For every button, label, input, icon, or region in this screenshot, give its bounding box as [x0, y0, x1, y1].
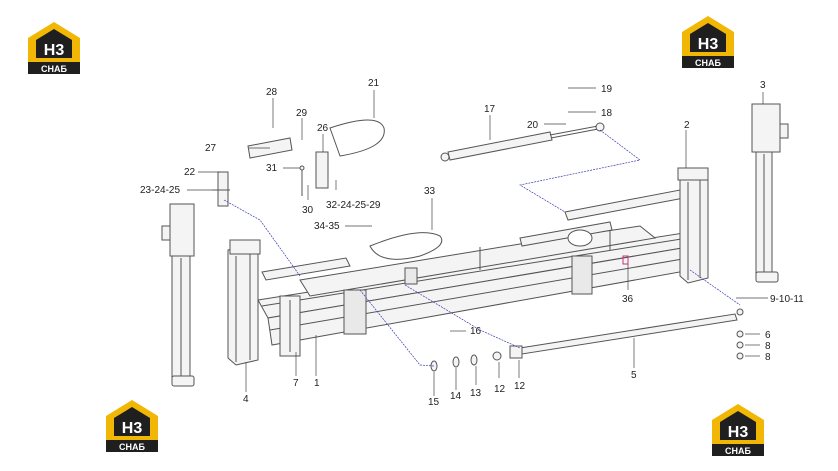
far-right-post — [751, 103, 789, 283]
logo-word-text: СНАБ — [725, 446, 751, 456]
callout-8a: 8 — [765, 341, 771, 352]
callout-34: 34-35 — [314, 221, 340, 232]
upper-rail — [261, 189, 685, 281]
callout-8b: 8 — [765, 352, 771, 363]
callout-26: 26 — [317, 123, 329, 134]
callout-1: 1 — [314, 378, 320, 389]
small-hardware — [430, 308, 744, 372]
right-column — [677, 167, 709, 284]
callout-23: 23-24-25 — [140, 185, 180, 196]
callout-18: 18 — [601, 108, 613, 119]
main-frame-beam — [257, 225, 703, 346]
callout-leaders — [187, 87, 768, 396]
callout-21: 21 — [368, 78, 380, 89]
accent-marker-36 — [622, 255, 629, 265]
callout-19: 19 — [601, 84, 613, 95]
callout-13: 13 — [470, 388, 482, 399]
callout-28: 28 — [266, 87, 278, 98]
logo-mark-text: H3 — [728, 424, 749, 441]
callout-22: 22 — [184, 167, 196, 178]
logo-bottom-left: H3 СНАБ — [106, 400, 158, 452]
callout-6: 6 — [765, 330, 771, 341]
callout-7: 7 — [293, 378, 299, 389]
callout-12b: 12 — [514, 381, 526, 392]
callout-5: 5 — [631, 370, 637, 381]
callout-20: 20 — [527, 120, 539, 131]
callout-14: 14 — [450, 391, 462, 402]
callout-16: 16 — [470, 326, 482, 337]
callout-36: 36 — [622, 294, 634, 305]
callout-3: 3 — [760, 80, 766, 91]
hydraulic-cylinder — [440, 122, 605, 162]
callout-27: 27 — [205, 143, 217, 154]
assembly-guides — [223, 129, 741, 367]
bent-arm — [329, 119, 385, 157]
logo-word-text: СНАБ — [695, 58, 721, 68]
far-left-post — [161, 203, 195, 387]
logo-mark-text: H3 — [44, 42, 65, 59]
callout-32: 32-24-25-29 — [326, 200, 381, 211]
callout-2: 2 — [684, 120, 690, 131]
logo-top-left: H3 СНАБ — [28, 22, 80, 74]
logo-word-text: СНАБ — [119, 442, 145, 452]
logo-word-text: СНАБ — [41, 64, 67, 74]
left-column — [227, 239, 301, 366]
logo-mark-text: H3 — [122, 420, 143, 437]
callout-30: 30 — [302, 205, 314, 216]
logo-bottom-right: H3 СНАБ — [712, 404, 764, 456]
logo-top-right: H3 СНАБ — [682, 16, 734, 68]
long-shaft — [492, 313, 738, 361]
callout-15: 15 — [428, 397, 440, 408]
callout-labels: 1 2 3 4 5 6 7 8 8 9-10-11 12 12 13 14 15… — [140, 78, 804, 408]
bracket-assembly — [247, 137, 329, 196]
callout-4: 4 — [243, 394, 249, 405]
callout-29: 29 — [296, 108, 308, 119]
plate-22 — [212, 171, 230, 207]
callout-31: 31 — [266, 163, 278, 174]
callout-9: 9-10-11 — [770, 294, 804, 305]
callout-12a: 12 — [494, 384, 506, 395]
callout-33: 33 — [424, 186, 436, 197]
callout-17: 17 — [484, 104, 496, 115]
logo-mark-text: H3 — [698, 36, 719, 53]
